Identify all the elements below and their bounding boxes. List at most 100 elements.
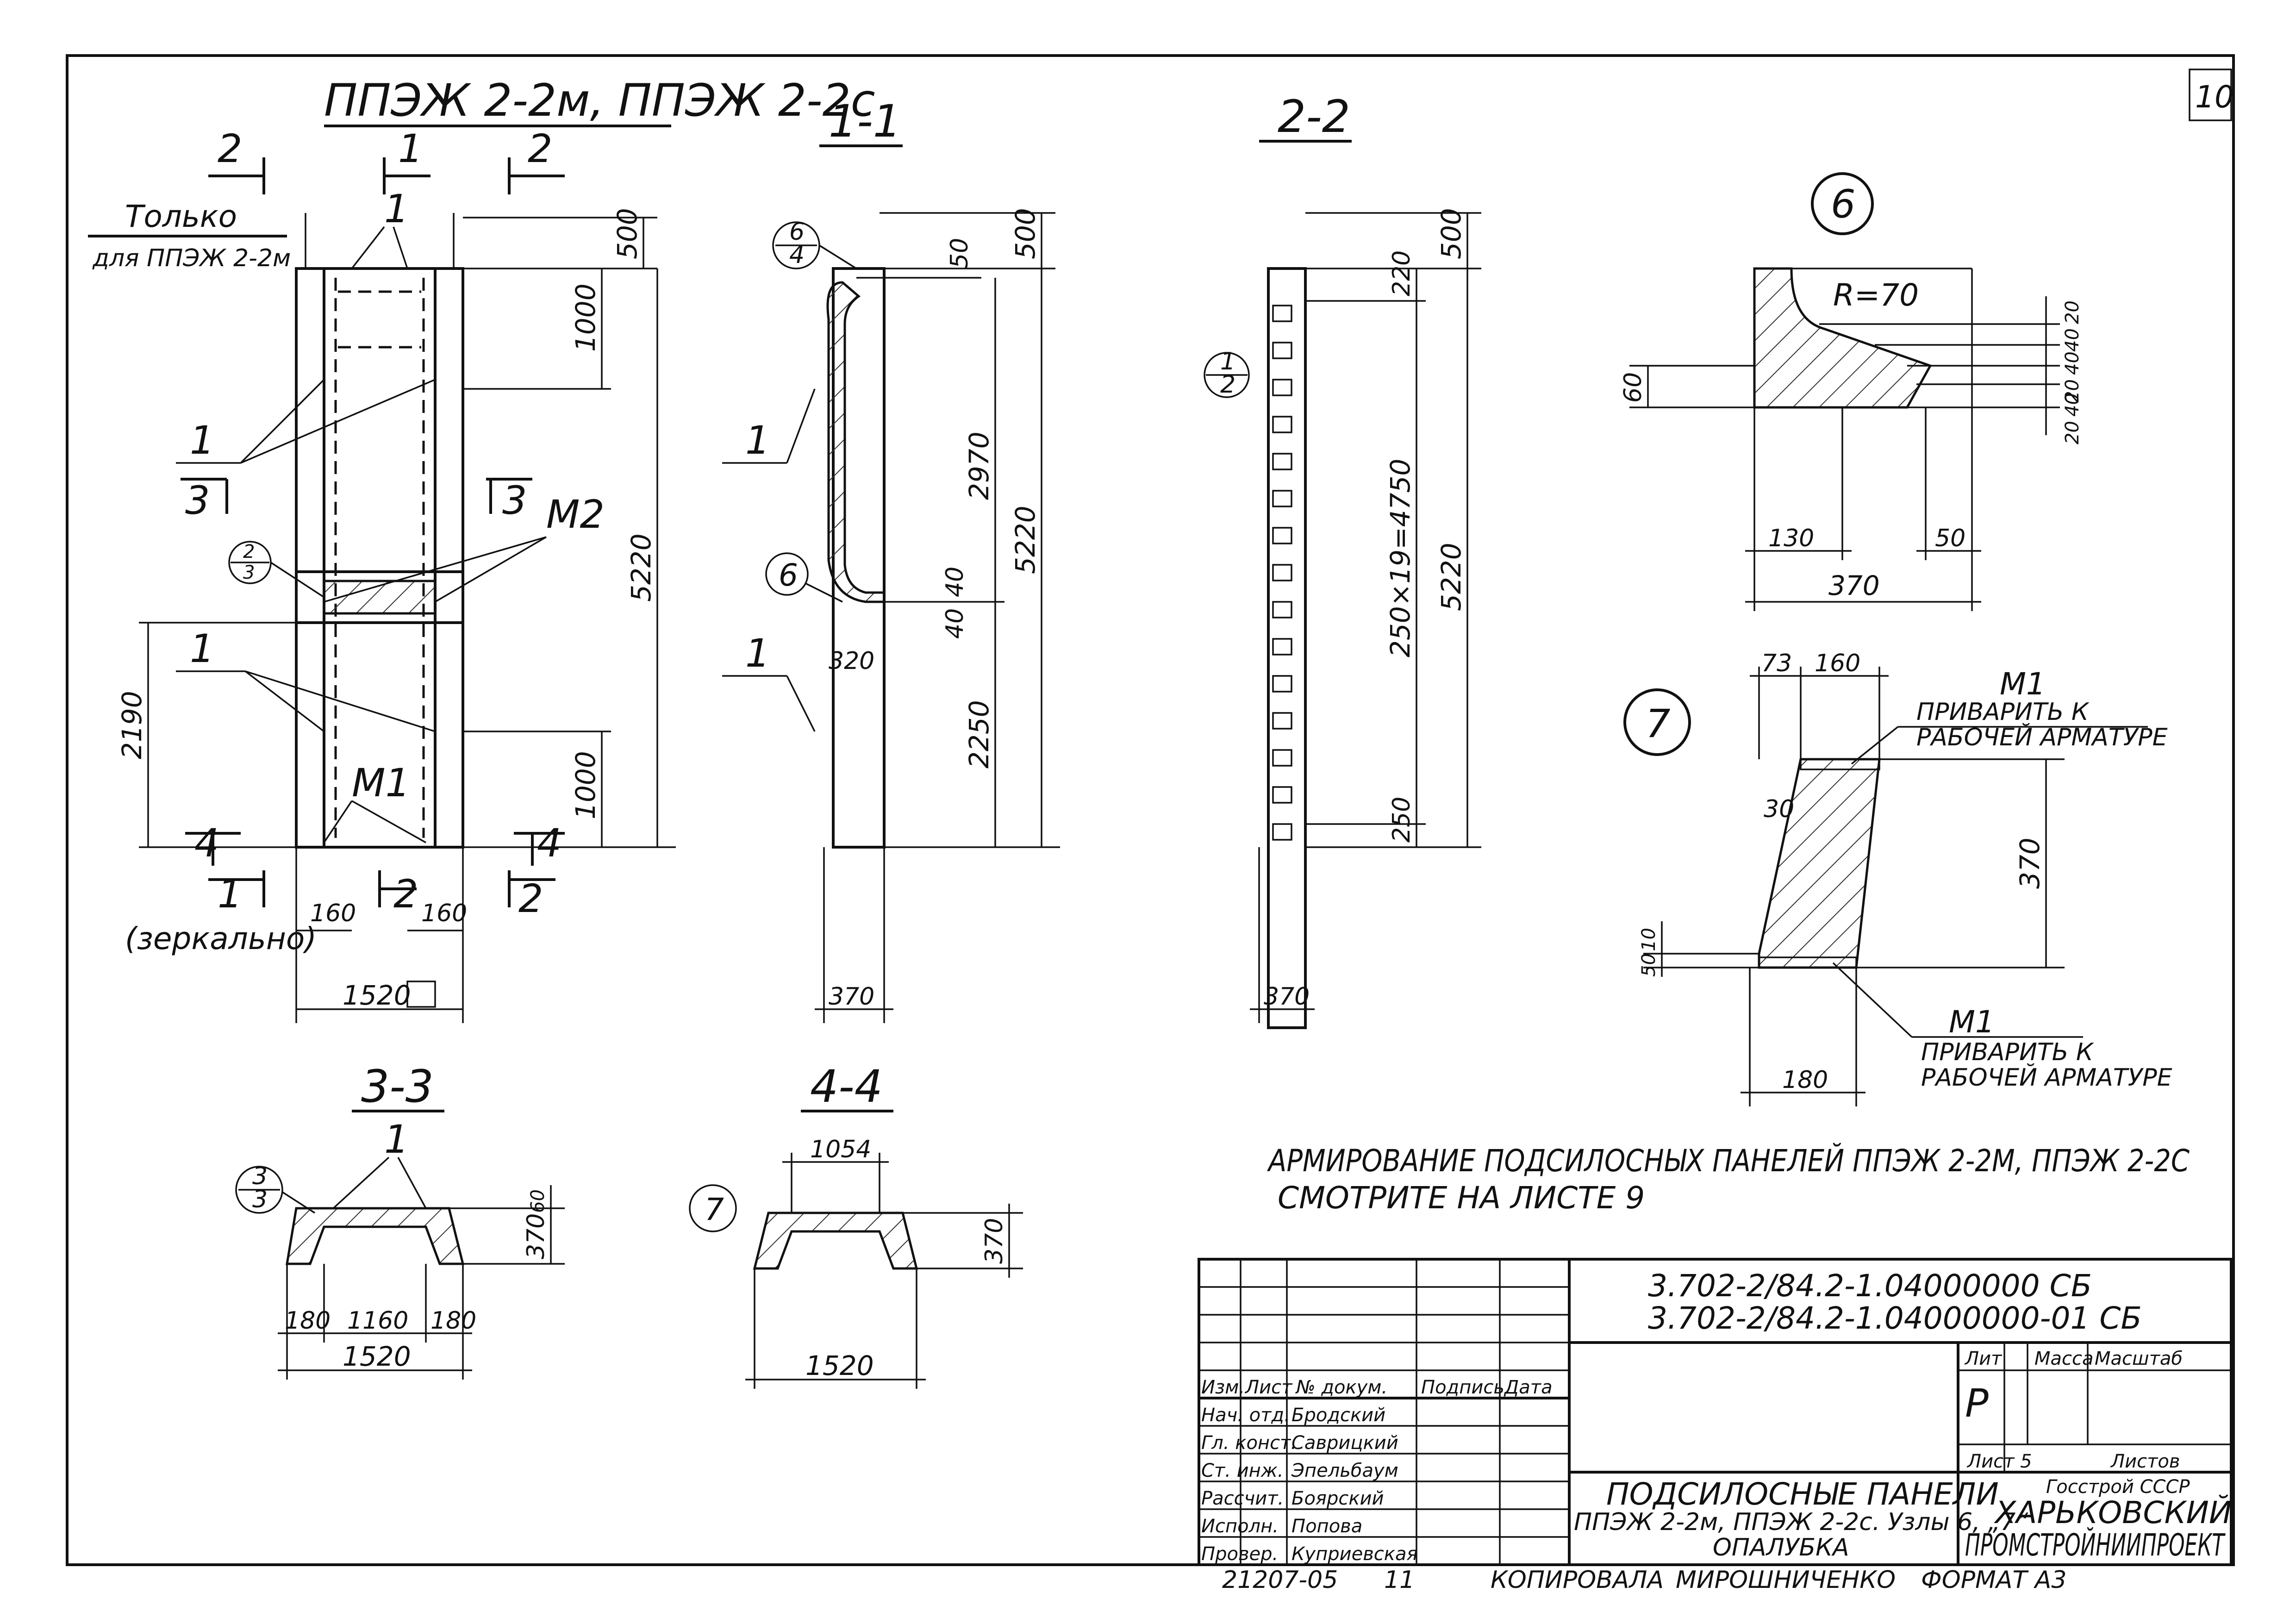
s1-dim-40b: 40	[941, 608, 969, 639]
tb-role-1: Нач. отд.	[1201, 1405, 1290, 1426]
section-4-4-title: 4-4	[810, 1061, 883, 1112]
node-6-dim-50: 50	[1935, 525, 1965, 552]
node-6-profile	[1753, 267, 1932, 409]
section-mark-3-right: 3	[502, 478, 527, 523]
dim-1000-bottom: 1000	[570, 751, 601, 819]
tb-org-2: ХАРЬКОВСКИЙ	[1994, 1494, 2232, 1530]
section-mark-2-top-right: 2	[528, 126, 552, 171]
node-7-m1-bottom: М1	[1949, 1004, 1995, 1040]
tb-doc-title-1: Подсилосные панели	[1606, 1476, 1999, 1512]
section-3-3-profile	[286, 1207, 465, 1265]
tb-name-6: Куприевская	[1292, 1543, 1418, 1565]
section-mark-2-bottom-left: 1	[218, 871, 242, 917]
dim-160-right: 160	[421, 899, 467, 927]
tb-header-sign: Подпись	[1421, 1377, 1504, 1398]
node-7-m1-top-note2: рабочей арматуре	[1916, 723, 2168, 751]
node-6-dim-40a: 40	[2062, 328, 2083, 352]
node-7-dim-180: 180	[1782, 1066, 1828, 1094]
section-mark-2-bottom-right: 2	[518, 876, 543, 921]
node-6-4-bottom: 4	[789, 241, 805, 269]
footer-inv-number: 21207-05	[1222, 1566, 1338, 1594]
dim-5220: 5220	[625, 533, 657, 602]
s3-dim-60: 60	[527, 1189, 549, 1213]
tb-sheet: Лист 5	[1966, 1451, 2032, 1472]
section-mark-1-bottom: 2	[393, 871, 418, 917]
s1-dim-50: 50	[946, 238, 973, 269]
callout-m1: М1	[352, 760, 410, 806]
section-mark-3-left: 3	[185, 478, 210, 523]
section-2-2-body	[1267, 267, 1307, 1029]
node-7-dim-73: 73	[1761, 650, 1792, 677]
section-mark-1-top: 1	[398, 126, 423, 171]
node-7-dim-10: 10	[1638, 928, 1660, 951]
s1-dim-2250: 2250	[963, 700, 995, 768]
tb-scale-header: Масштаб	[2095, 1348, 2183, 1369]
s3-dim-1160: 1160	[347, 1307, 408, 1335]
node-1-2-top: 1	[1220, 348, 1235, 375]
s1-dim-40a: 40	[941, 567, 969, 597]
tb-name-2: Саврицкий	[1292, 1432, 1398, 1454]
section-3-3-callout-1: 1	[384, 1117, 409, 1162]
node-6-dim-60: 60	[1619, 372, 1647, 403]
tb-header-doc: № докум.	[1295, 1377, 1387, 1398]
s3-dim-180b: 180	[430, 1307, 476, 1335]
node-2-3-bottom: 3	[243, 562, 255, 583]
s1-callout-1-top: 1	[745, 418, 770, 463]
tb-org-1: Госстрой СССР	[2046, 1476, 2190, 1498]
dim-160-left: 160	[310, 899, 356, 927]
tb-name-5: Попова	[1292, 1516, 1362, 1537]
node-7-m1-bottom-note1: Приварить к	[1921, 1038, 2094, 1066]
node-3-3-top: 3	[252, 1162, 268, 1190]
node-7-dim-50: 50	[1638, 953, 1660, 977]
node-7-dim-160: 160	[1815, 650, 1860, 677]
node-1-2-bottom: 2	[1220, 371, 1235, 399]
s2-dim-4750: 250×19=4750	[1385, 459, 1416, 657]
tb-role-5: Исполн.	[1201, 1516, 1279, 1537]
node-3-3-bottom: 3	[252, 1186, 268, 1213]
node-7-dim-30: 30	[1764, 795, 1794, 823]
s2-dim-250: 250	[1388, 797, 1416, 843]
dim-2190: 2190	[116, 691, 148, 759]
node-6-dim-20b: 20	[2062, 379, 2083, 403]
tb-org-3: ПРОМСТРОЙНИИПРОЕКТ	[1965, 1527, 2226, 1563]
s2-dim-5220: 5220	[1435, 543, 1467, 611]
node-7-number: 7	[1646, 701, 1670, 746]
footer-copier: Мирошниченко	[1676, 1566, 1896, 1594]
tb-mass-header: Масса	[2034, 1348, 2094, 1369]
tb-doc-title-3: Опалубка	[1713, 1534, 1849, 1562]
tb-header-list: Лист	[1244, 1377, 1293, 1398]
tb-lit-value: Р	[1965, 1380, 1989, 1426]
callout-m2: М2	[546, 492, 605, 537]
node-2-3-top: 2	[243, 541, 255, 562]
node-6-4-top: 6	[789, 218, 805, 246]
node-6-number: 6	[1831, 181, 1855, 227]
section-mark-2-top-left: 2	[218, 126, 242, 171]
node-7-dim-370: 370	[2014, 837, 2046, 889]
tb-role-2: Гл. конст.	[1201, 1432, 1297, 1454]
tb-name-1: Бродский	[1292, 1405, 1385, 1426]
insert-plates	[1272, 305, 1292, 841]
only-note-line2: для ППЭЖ 2-2м	[92, 244, 291, 272]
panel-outline	[295, 267, 464, 849]
page-number: 10	[2195, 79, 2234, 115]
page-number-box	[2189, 69, 2232, 121]
section-2-2-title: 2-2	[1278, 91, 1350, 143]
section-3-3-title: 3-3	[361, 1061, 434, 1112]
callout-1-lower: 1	[190, 626, 214, 671]
section-1-1-title: 1-1	[829, 95, 901, 147]
node-6-dim-370: 370	[1828, 570, 1880, 601]
s1-dim-2970: 2970	[963, 431, 995, 500]
section-4-4: 4-4 7 1054 370 1520	[689, 1061, 1023, 1389]
node-6-circle	[1811, 172, 1874, 235]
reinforcement-note-line1: Армирование подсилосных панелей ППЭЖ 2-2…	[1267, 1143, 2190, 1179]
s4-dim-370: 370	[980, 1218, 1008, 1264]
footer-sheet-number: 11	[1384, 1566, 1415, 1594]
tb-doc-title-2: ППЭЖ 2-2м, ППЭЖ 2-2с. Узлы 6, „7“	[1574, 1508, 2028, 1536]
section-4-4-profile	[753, 1212, 918, 1270]
s1-node-6: 6	[779, 557, 798, 593]
only-note-line1: Только	[125, 199, 237, 234]
node-7-circle	[1623, 688, 1691, 756]
s4-dim-1520: 1520	[805, 1350, 874, 1381]
s1-dim-370: 370	[829, 983, 874, 1011]
